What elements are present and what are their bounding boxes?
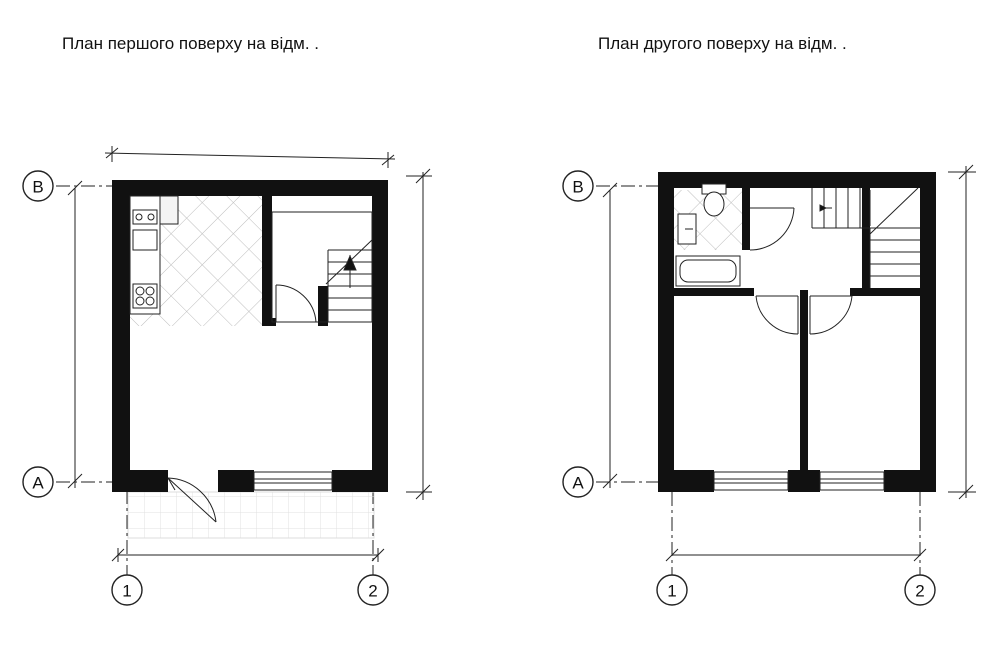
axis-label-col-2: 2 xyxy=(368,582,377,601)
axis-label-col-2: 2 xyxy=(915,582,924,601)
plan-1-stairs xyxy=(271,211,373,323)
axis-label-col-1: 1 xyxy=(667,582,676,601)
plan-2-doors xyxy=(749,207,853,335)
axis-label-row-a: А xyxy=(32,474,44,493)
plan-1-title: План першого поверху на відм. . xyxy=(62,34,320,53)
plan-1-kitchen-units xyxy=(129,195,179,315)
plan-1-window xyxy=(253,471,333,491)
plan-2-bathroom-fixtures xyxy=(675,183,741,287)
plan-2-walls xyxy=(658,172,936,492)
axis-label-row-b: В xyxy=(32,178,43,197)
porch-paving xyxy=(127,491,375,539)
axis-label-col-1: 1 xyxy=(122,582,131,601)
plan-1-walls xyxy=(112,180,388,492)
plan-2-stairs xyxy=(811,187,920,288)
plan-1-dimensions xyxy=(56,146,432,575)
axis-label-row-a: А xyxy=(572,474,584,493)
plan-1 xyxy=(56,146,432,575)
axis-bubbles xyxy=(22,170,936,606)
plan-2-title: План другого поверху на відм. . xyxy=(598,34,847,53)
axis-label-row-b: В xyxy=(572,178,583,197)
plan-2-windows xyxy=(713,471,885,491)
plan-1-entrance-door xyxy=(167,477,217,523)
plan-2-dimensions xyxy=(596,164,976,575)
plan-1-stair-door xyxy=(275,284,317,323)
plan-2 xyxy=(596,164,976,575)
